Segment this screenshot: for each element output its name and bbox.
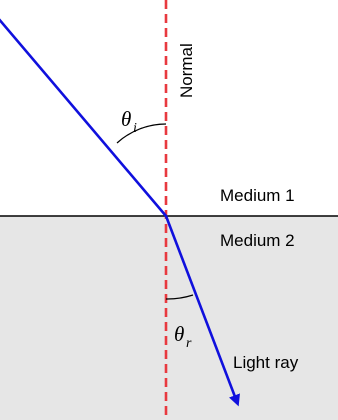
incidence-angle-symbol: θ bbox=[121, 107, 131, 131]
incidence-angle-arc bbox=[116, 123, 167, 144]
refraction-angle-subscript: r bbox=[186, 336, 192, 351]
refraction-angle-arc bbox=[165, 294, 194, 300]
refracted-ray bbox=[164, 215, 240, 407]
light-ray-label: Light ray bbox=[233, 353, 299, 372]
medium-2-region bbox=[0, 216, 338, 420]
refraction-angle-symbol: θ bbox=[174, 322, 184, 346]
medium-1-label: Medium 1 bbox=[220, 186, 295, 205]
normal-label: Normal bbox=[177, 43, 196, 98]
incident-ray bbox=[0, 18, 168, 218]
medium-2-label: Medium 2 bbox=[220, 231, 295, 250]
incidence-angle-subscript: i bbox=[133, 121, 137, 136]
